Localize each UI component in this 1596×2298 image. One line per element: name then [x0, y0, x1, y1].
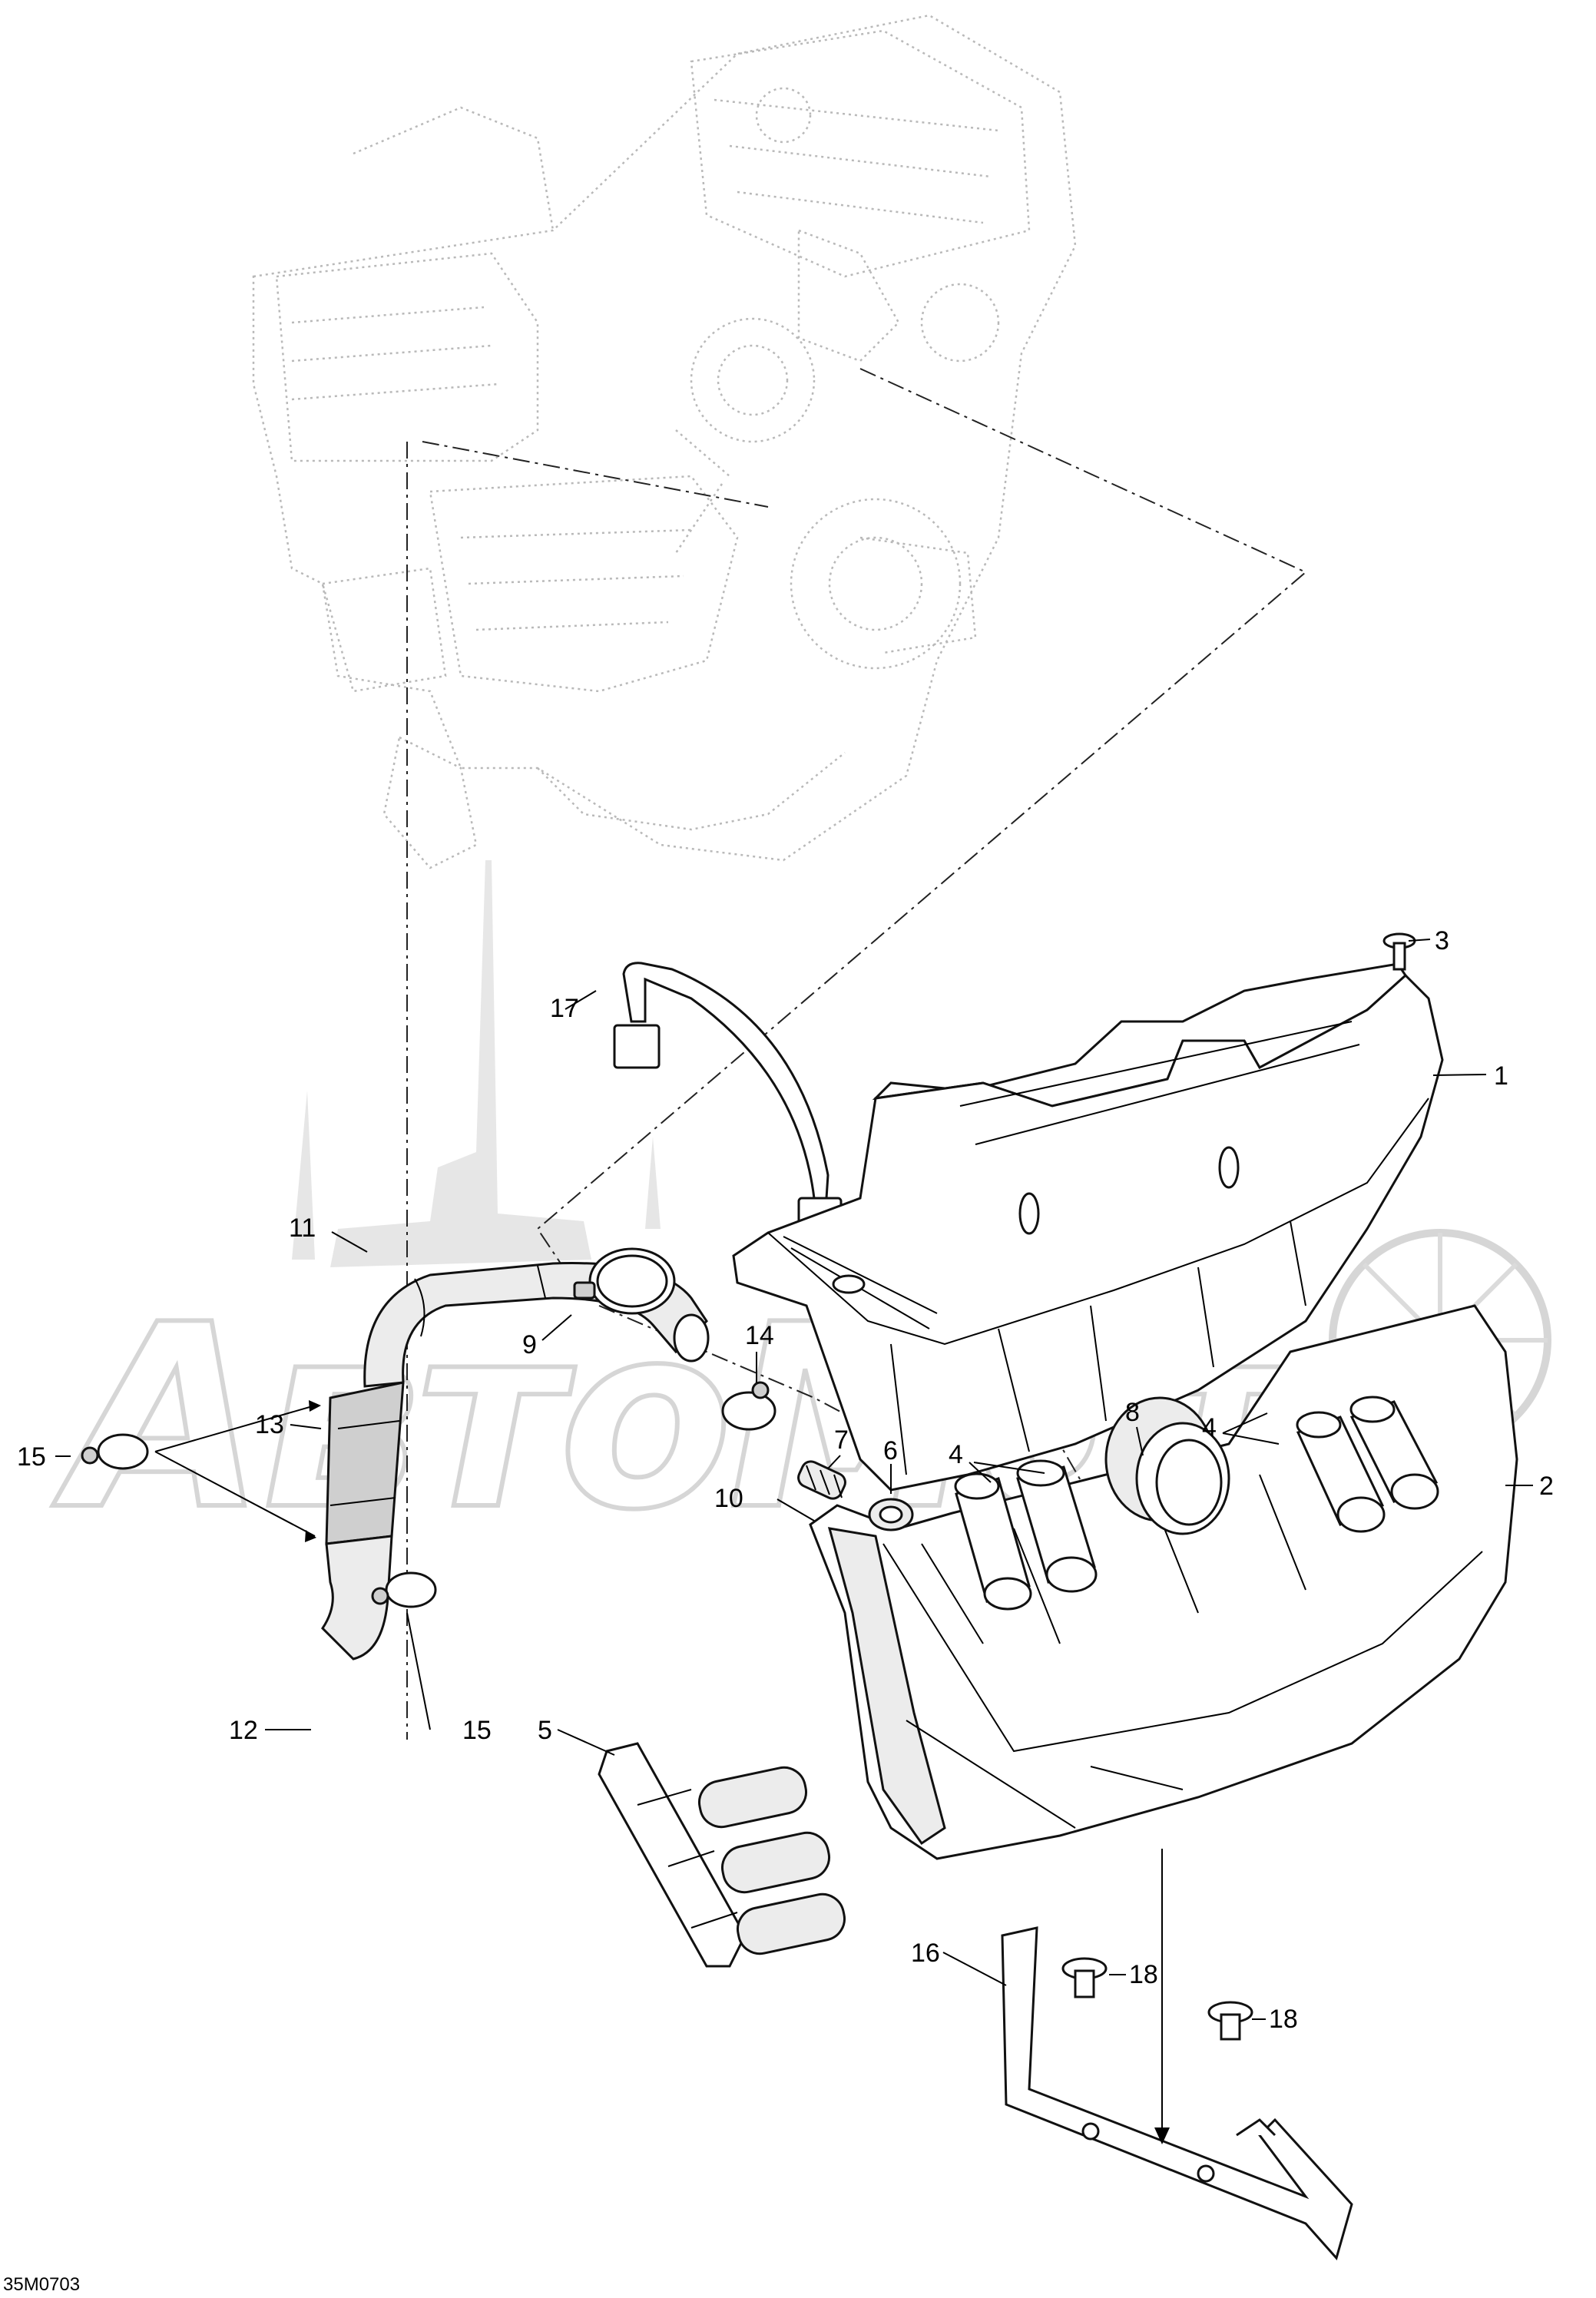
part-8-intake-boot: [1104, 1396, 1230, 1535]
callout-18-lower: 18: [1269, 2005, 1298, 2034]
part-1-airbox-cover: [732, 962, 1444, 1492]
leader-lines: [55, 939, 1533, 2144]
part-18-fastener-upper: [1061, 1957, 1108, 1998]
callout-15-right: 15: [462, 1716, 492, 1745]
callout-7: 7: [834, 1425, 849, 1455]
part-15-clamp-left: [81, 1433, 149, 1470]
callout-5: 5: [538, 1716, 552, 1745]
part-12-hose-elbow: [321, 1535, 393, 1661]
part-4-intake-tubes: [954, 1396, 1439, 1611]
part-14-hose-clamp: [721, 1381, 776, 1431]
callout-6: 6: [883, 1436, 898, 1465]
callout-18-upper: 18: [1129, 1960, 1158, 1989]
part-18-fastener-lower: [1207, 2001, 1253, 2041]
part-6-grommet: [868, 1498, 914, 1531]
callout-4-left: 4: [949, 1440, 963, 1469]
callout-13: 13: [255, 1410, 284, 1439]
callout-3: 3: [1435, 926, 1449, 955]
callout-1: 1: [1494, 1061, 1508, 1091]
part-3-screw: [1382, 932, 1416, 971]
callout-16: 16: [911, 1939, 940, 1968]
callout-17: 17: [550, 994, 579, 1023]
callout-labels: 1 2 3 4 4 5 6 7 8 9 10 11 12 13 14 15 15…: [17, 926, 1554, 2034]
callout-14: 14: [745, 1321, 774, 1350]
part-5-air-filter: [598, 1742, 846, 1968]
callout-15-left: 15: [17, 1442, 46, 1472]
callout-11: 11: [289, 1214, 316, 1243]
part-15-clamp-right: [371, 1571, 437, 1608]
callout-10: 10: [714, 1484, 743, 1513]
engine-phantom-outline: [252, 14, 1077, 869]
diagram-reference-code: 35M0703: [3, 2274, 80, 2295]
callout-2: 2: [1539, 1472, 1554, 1501]
callout-8: 8: [1125, 1398, 1140, 1427]
callout-9: 9: [522, 1330, 537, 1359]
part-9-band-clamp: [573, 1247, 676, 1315]
part-16-bracket: [1001, 1926, 1353, 2261]
callout-12: 12: [229, 1716, 258, 1745]
callout-4-right: 4: [1202, 1413, 1217, 1442]
part-13-hose-section: [325, 1381, 405, 1545]
part-7-fitting: [797, 1460, 846, 1500]
